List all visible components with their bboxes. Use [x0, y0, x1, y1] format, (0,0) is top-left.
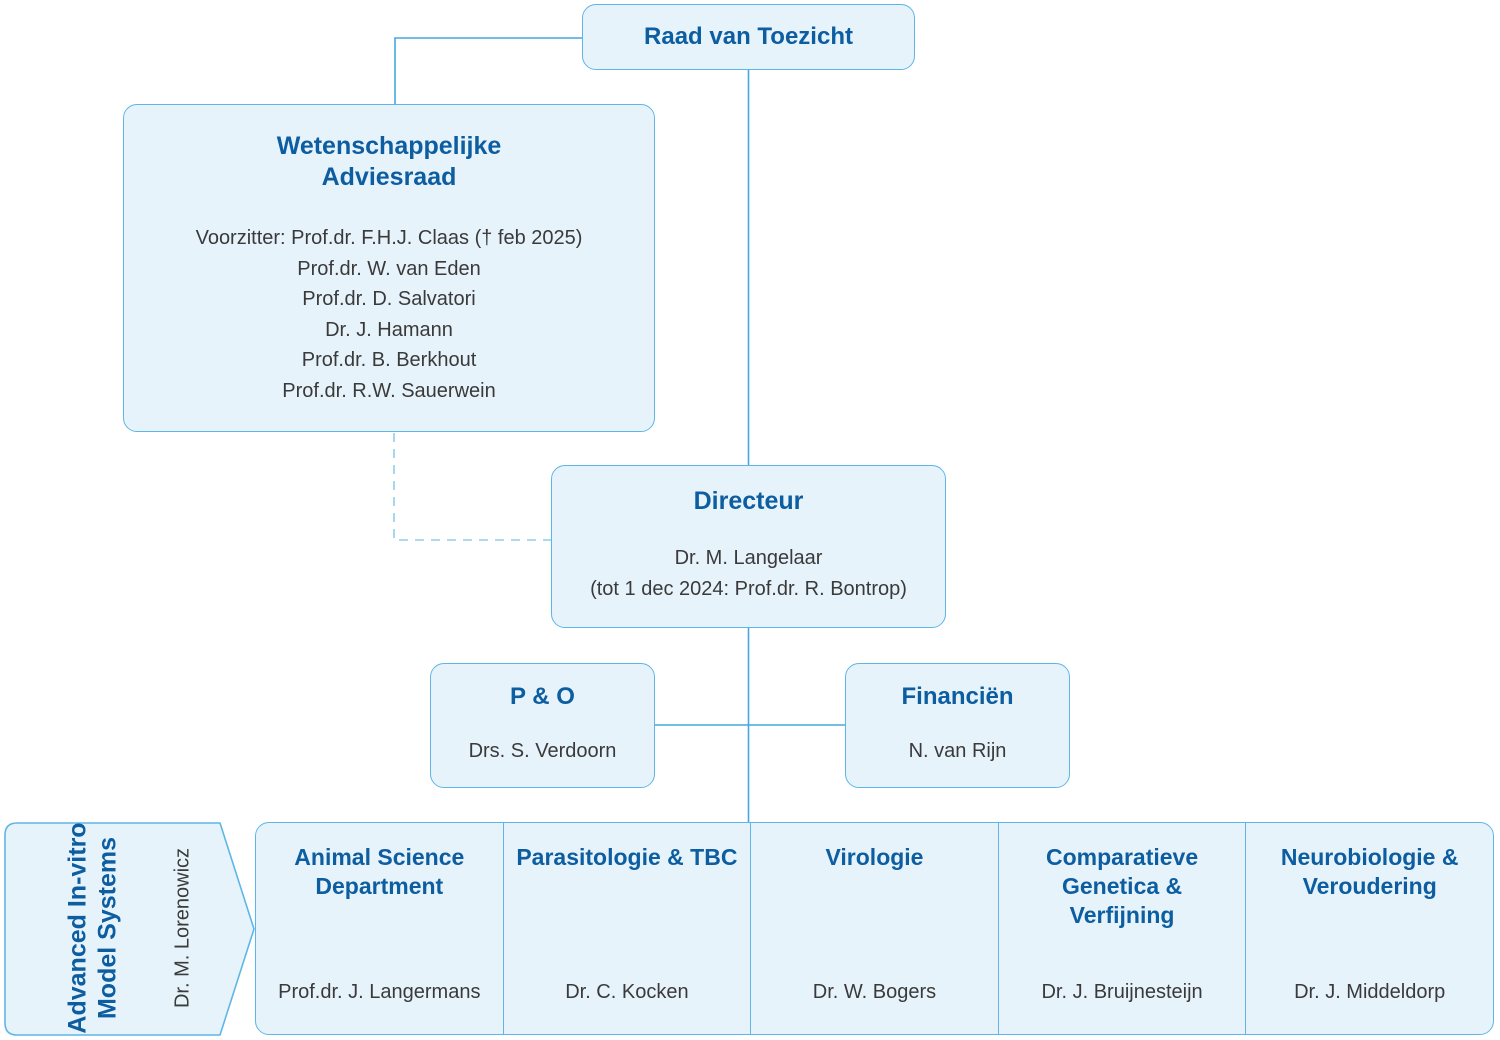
- department-title: Parasitologie & TBC: [516, 844, 738, 870]
- department-title: Comparatieve Genetica & Verfijning: [1046, 844, 1199, 928]
- aims-arrow-shape: [4, 822, 255, 1036]
- aims-name: Dr. M. Lorenowicz: [171, 847, 193, 1009]
- aims-title: Advanced In-vitro Model Systems: [63, 822, 122, 1034]
- departments-row: Animal Science Department Prof.dr. J. La…: [255, 822, 1494, 1035]
- department-head: Dr. W. Bogers: [812, 981, 937, 1003]
- box-financien: Financiën N. van Rijn: [845, 663, 1070, 788]
- adviesraad-member: Prof.dr. R.W. Sauerwein: [282, 379, 496, 402]
- directeur-info: Dr. M. Langelaar (tot 1 dec 2024: Prof.d…: [562, 543, 935, 605]
- department-title: Neurobiologie & Veroudering: [1280, 844, 1459, 899]
- department-cell-animal-science: Animal Science Department Prof.dr. J. La…: [256, 823, 503, 1034]
- po-name: Drs. S. Verdoorn: [468, 740, 617, 762]
- box-p-en-o: P & O Drs. S. Verdoorn: [430, 663, 655, 788]
- adviesraad-member: Voorzitter: Prof.dr. F.H.J. Claas († feb…: [195, 227, 583, 249]
- directeur-note: (tot 1 dec 2024: Prof.dr. R. Bontrop): [590, 578, 907, 600]
- adviesraad-members: Voorzitter: Prof.dr. F.H.J. Claas († feb…: [124, 223, 654, 406]
- department-cell-neurobiologie: Neurobiologie & Veroudering Dr. J. Midde…: [1245, 823, 1493, 1034]
- department-title: Animal Science Department: [294, 844, 465, 899]
- directeur-title: Directeur: [693, 487, 804, 515]
- financien-title: Financiën: [901, 683, 1014, 710]
- department-head: Dr. C. Kocken: [565, 981, 689, 1003]
- adviesraad-title: Wetenschappelijke Adviesraad: [276, 132, 502, 191]
- directeur-name: Dr. M. Langelaar: [674, 547, 823, 569]
- box-directeur: Directeur Dr. M. Langelaar (tot 1 dec 20…: [551, 465, 946, 628]
- connector-adviesraad-to-directeur-dashed: [393, 433, 551, 541]
- department-title: Virologie: [825, 844, 924, 870]
- adviesraad-member: Prof.dr. W. van Eden: [297, 257, 481, 280]
- box-raad-van-toezicht: Raad van Toezicht: [582, 4, 915, 70]
- raad-title: Raad van Toezicht: [644, 23, 853, 50]
- department-cell-comparatieve-genetica: Comparatieve Genetica & Verfijning Dr. J…: [997, 823, 1246, 1034]
- adviesraad-member: Prof.dr. B. Berkhout: [301, 349, 477, 371]
- financien-name: N. van Rijn: [908, 740, 1007, 762]
- department-cell-parasitologie-tbc: Parasitologie & TBC Dr. C. Kocken: [502, 823, 751, 1034]
- connector-raad-to-adviesraad: [394, 37, 583, 104]
- department-head: Prof.dr. J. Langermans: [278, 981, 481, 1003]
- adviesraad-member: Dr. J. Hamann: [325, 318, 453, 341]
- box-wetenschappelijke-adviesraad: Wetenschappelijke Adviesraad Voorzitter:…: [123, 104, 655, 432]
- department-head: Dr. J. Bruijnesteijn: [1041, 981, 1203, 1003]
- adviesraad-member: Prof.dr. D. Salvatori: [302, 288, 476, 310]
- department-cell-virologie: Virologie Dr. W. Bogers: [750, 823, 998, 1034]
- department-head: Dr. J. Middeldorp: [1294, 981, 1446, 1003]
- po-title: P & O: [510, 683, 575, 710]
